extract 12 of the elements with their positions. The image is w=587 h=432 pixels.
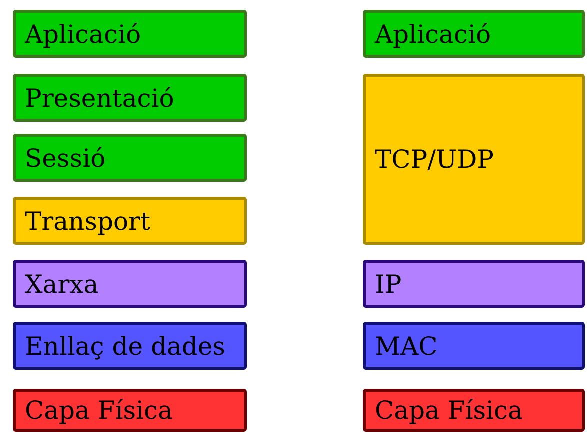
layer-box: IP — [363, 260, 585, 308]
layer-box: Capa Física — [363, 389, 585, 432]
layer-box: Aplicació — [363, 10, 585, 58]
layer-box: Enllaç de dades — [13, 322, 247, 370]
layer-box: Sessió — [13, 134, 247, 182]
layer-box: Aplicació — [13, 10, 247, 58]
layer-box: TCP/UDP — [363, 74, 585, 245]
layer-box: Xarxa — [13, 260, 247, 308]
layer-box: Capa Física — [13, 389, 247, 432]
layer-box: Presentació — [13, 74, 247, 122]
layer-box: Transport — [13, 197, 247, 245]
layer-box: MAC — [363, 322, 585, 370]
